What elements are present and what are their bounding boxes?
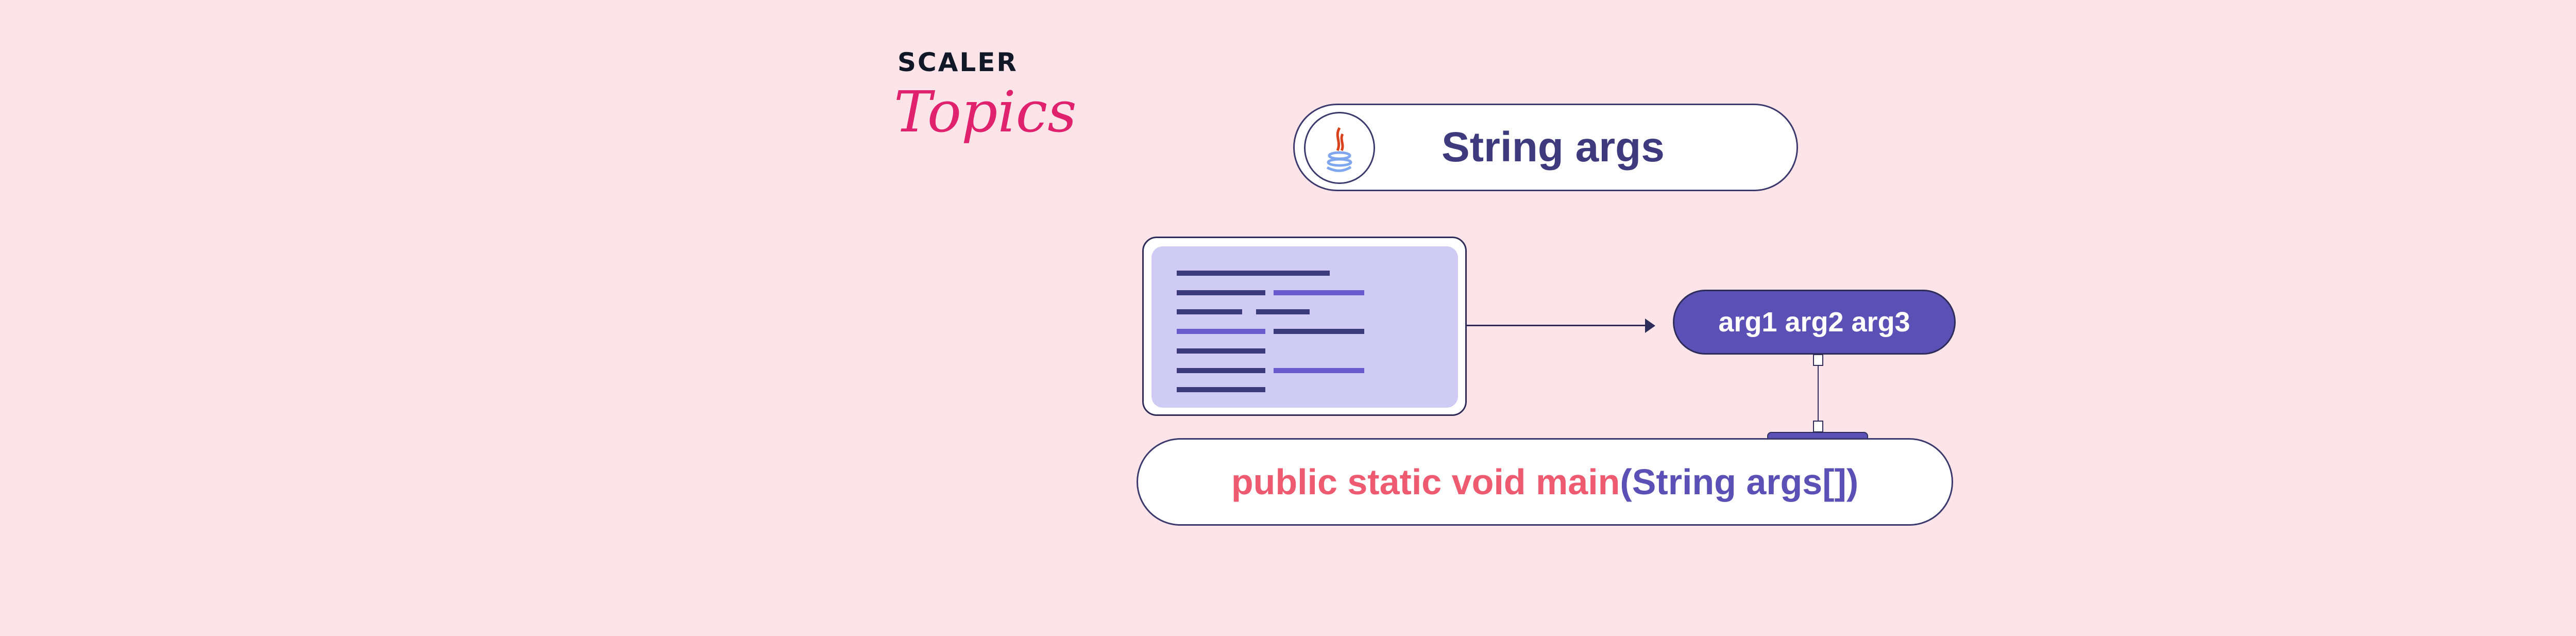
title-pill: String args bbox=[1293, 104, 1798, 191]
code-line bbox=[1177, 329, 1265, 334]
connector-line bbox=[1818, 366, 1819, 422]
code-line bbox=[1177, 368, 1265, 373]
logo-topics: Topics bbox=[894, 79, 1077, 145]
java-icon bbox=[1304, 112, 1375, 184]
arrow-line bbox=[1467, 325, 1647, 326]
main-signature-pill: public static void main(String args[]) bbox=[1137, 438, 1953, 526]
code-line bbox=[1177, 348, 1265, 354]
signature-keywords: public static void main bbox=[1231, 462, 1620, 502]
arrow-head-icon bbox=[1645, 319, 1655, 333]
code-line bbox=[1177, 387, 1265, 392]
code-line bbox=[1177, 271, 1330, 276]
code-line bbox=[1177, 290, 1265, 295]
code-window bbox=[1142, 237, 1467, 416]
connector-square bbox=[1813, 354, 1823, 366]
code-line bbox=[1177, 309, 1242, 314]
connector-square bbox=[1813, 421, 1823, 432]
code-line bbox=[1274, 368, 1364, 373]
title-label: String args bbox=[1442, 124, 1665, 171]
code-line bbox=[1274, 290, 1364, 295]
signature-params: (String args[]) bbox=[1620, 462, 1859, 502]
logo-scaler: SCALER bbox=[897, 47, 1018, 77]
args-pill: arg1 arg2 arg3 bbox=[1673, 290, 1956, 355]
code-line bbox=[1256, 309, 1310, 314]
code-panel bbox=[1151, 246, 1458, 408]
code-line bbox=[1274, 329, 1364, 334]
